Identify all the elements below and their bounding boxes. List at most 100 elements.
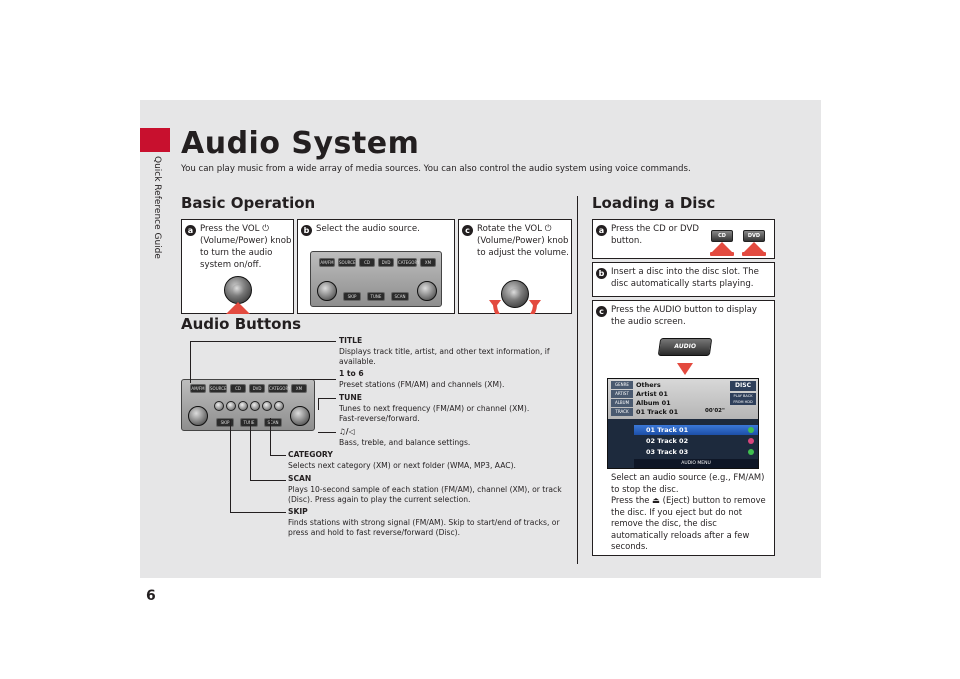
basic-step-a-box: a Press the VOL ⏻ (Volume/Power) knob to… xyxy=(181,219,294,314)
screen-status-badge: PLAY BACK FROM HDD xyxy=(730,393,756,405)
track-row: 02 Track 02 xyxy=(634,436,758,446)
preset-5-button xyxy=(262,401,272,411)
leader-line-title xyxy=(190,341,336,342)
cd-button-icon: CD xyxy=(711,230,733,242)
track-row: 01 Track 01 xyxy=(634,425,758,435)
track-row: 03 Track 03 xyxy=(634,447,758,457)
leader-line-presets xyxy=(300,379,336,380)
press-arrow-icon xyxy=(226,302,250,314)
leader-line-tune xyxy=(318,398,319,410)
preset-6-button xyxy=(274,401,284,411)
page-title: Audio System xyxy=(181,126,420,161)
leader-line-skip xyxy=(230,420,231,512)
tune-knob-icon xyxy=(417,281,437,301)
radio-button-category: CATEGORY xyxy=(268,384,291,393)
press-arrow-icon xyxy=(742,252,766,256)
screen-tag-album: ALBUM xyxy=(611,399,633,407)
radio-button-cd: CD xyxy=(230,384,246,393)
dvd-button-icon: DVD xyxy=(743,230,765,242)
leader-line-scan xyxy=(250,480,286,481)
radio-button-category: CATEGORY xyxy=(397,258,420,267)
step-number: c xyxy=(462,225,473,236)
disc-step-b-box: b Insert a disc into the disc slot. The … xyxy=(592,262,775,297)
radio-button-scan: SCAN xyxy=(391,292,409,301)
step-text: Rotate the VOL ⏻ (Volume/Power) knob to … xyxy=(477,224,569,258)
leader-line-scan xyxy=(250,420,251,480)
rotate-arrow-icon xyxy=(489,300,541,314)
page-number: 6 xyxy=(146,588,156,604)
leader-line-bass xyxy=(318,432,336,433)
screen-audio-menu: AUDIO MENU xyxy=(634,459,758,468)
press-arrow-icon xyxy=(742,242,766,254)
radio-button-xm: XM xyxy=(291,384,307,393)
radio-button-skip: SKIP xyxy=(216,418,234,427)
step-number: a xyxy=(596,225,607,236)
step-text: Select the audio source. xyxy=(316,224,420,234)
radio-button-skip: SKIP xyxy=(343,292,361,301)
step-number: b xyxy=(596,268,607,279)
vol-knob-icon xyxy=(501,280,529,308)
screen-genre-value: Others xyxy=(636,381,661,389)
intro-text: You can play music from a wide array of … xyxy=(181,164,691,174)
loading-disc-heading: Loading a Disc xyxy=(592,194,716,212)
screen-tag-artist: ARTIST xyxy=(611,390,633,398)
audio-buttons-heading: Audio Buttons xyxy=(181,315,302,333)
screen-artist-value: Artist 01 xyxy=(636,390,668,398)
radio-panel-image: AM/FM SOURCE CD DVD CATEGORY XM SKIP TUN… xyxy=(181,379,315,431)
disc-note: Select an audio source (e.g., FM/AM) to … xyxy=(611,472,766,551)
radio-button-amfm: AM/FM xyxy=(319,258,335,267)
preset-2-button xyxy=(226,401,236,411)
radio-button-xm: XM xyxy=(420,258,436,267)
screen-album-value: Album 01 xyxy=(636,399,671,407)
audio-button-icon: AUDIO xyxy=(657,338,713,356)
callout-sound-settings: ♫/◁Bass, treble, and balance settings. xyxy=(339,427,471,447)
leader-line-skip xyxy=(230,512,286,513)
preset-3-button xyxy=(238,401,248,411)
screen-tag-genre: GENRE xyxy=(611,381,633,389)
radio-button-tune: TUNE xyxy=(240,418,258,427)
radio-button-source: SOURCE xyxy=(209,384,227,393)
screen-track-value: 01 Track 01 xyxy=(636,408,679,416)
step-text: Press the VOL ⏻ (Volume/Power) knob to t… xyxy=(200,224,292,270)
down-arrow-icon xyxy=(677,363,693,375)
leader-line-tune xyxy=(318,398,336,399)
screen-tag-track: TRACK xyxy=(611,408,633,416)
radio-button-dvd: DVD xyxy=(249,384,265,393)
leader-line-category xyxy=(270,418,271,455)
step-text: Insert a disc into the disc slot. The di… xyxy=(611,267,759,289)
basic-step-c-box: c Rotate the VOL ⏻ (Volume/Power) knob t… xyxy=(458,219,572,314)
column-divider xyxy=(577,196,578,564)
audio-screen-image: GENRE ARTIST ALBUM TRACK Others Artist 0… xyxy=(607,378,759,469)
press-arrow-icon xyxy=(710,242,734,254)
tune-knob-icon xyxy=(290,406,310,426)
basic-step-b-box: b Select the audio source. AM/FM SOURCE … xyxy=(297,219,455,314)
radio-button-tune: TUNE xyxy=(367,292,385,301)
step-text: Press the AUDIO button to display the au… xyxy=(611,305,757,327)
basic-operation-heading: Basic Operation xyxy=(181,194,316,212)
radio-button-scan: SCAN xyxy=(264,418,282,427)
radio-panel-image: AM/FM SOURCE CD DVD CATEGORY XM SKIP TUN… xyxy=(310,251,442,307)
leader-line-title xyxy=(190,341,191,383)
side-label: Quick Reference Guide xyxy=(152,156,162,259)
disc-step-a-box: a Press the CD or DVD button. CD DVD xyxy=(592,219,775,259)
step-text: Press the CD or DVD button. xyxy=(611,224,700,246)
disc-step-c-box: c Press the AUDIO button to display the … xyxy=(592,300,775,556)
vol-knob-icon xyxy=(224,276,252,304)
preset-1-button xyxy=(214,401,224,411)
step-number: c xyxy=(596,306,607,317)
preset-4-button xyxy=(250,401,260,411)
vol-knob-icon xyxy=(188,406,208,426)
radio-button-dvd: DVD xyxy=(378,258,394,267)
step-number: b xyxy=(301,225,312,236)
leader-line-category xyxy=(270,455,286,456)
screen-source-badge: DISC xyxy=(730,381,756,391)
vol-knob-icon xyxy=(317,281,337,301)
radio-button-amfm: AM/FM xyxy=(190,384,206,393)
press-arrow-icon xyxy=(710,252,734,256)
